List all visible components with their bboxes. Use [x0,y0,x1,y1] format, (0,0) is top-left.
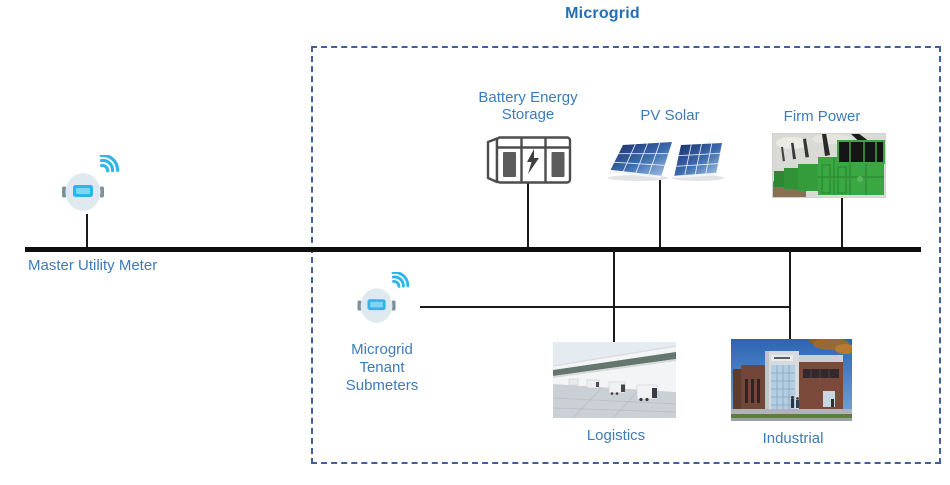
firm-power-label: Firm Power [783,108,861,125]
battery-storage-icon [486,136,572,184]
solar-panels-image [608,142,724,181]
smart-meter-icon [357,272,410,323]
wifi-signal-icon [391,272,410,288]
generators-image [772,133,886,198]
smart-meter-icon [62,155,120,211]
tenant-submeters-label: Microgrid Tenant Submeters [345,341,419,394]
microgrid-boundary-box [311,46,941,464]
wifi-signal-icon [99,155,120,173]
wire-firm-power [841,198,843,247]
warehouse-image [553,342,676,418]
lightning-bolt-icon [527,149,539,174]
wire-master-meter [86,214,88,247]
wire-logistics [613,251,615,342]
logistics-label: Logistics [586,427,646,444]
battery-label: Battery Energy Storage [478,89,578,123]
wire-pv-solar [659,180,661,247]
diagram-title: Microgrid [565,5,640,22]
pv-solar-label: PV Solar [640,107,700,124]
industrial-label: Industrial [762,430,824,447]
wire-battery [527,183,529,247]
wire-tenant-submeters [420,306,790,308]
master-meter-label: Master Utility Meter [28,257,158,274]
industrial-building-image [731,339,852,421]
bus-line [25,247,921,252]
wire-industrial [789,251,791,339]
